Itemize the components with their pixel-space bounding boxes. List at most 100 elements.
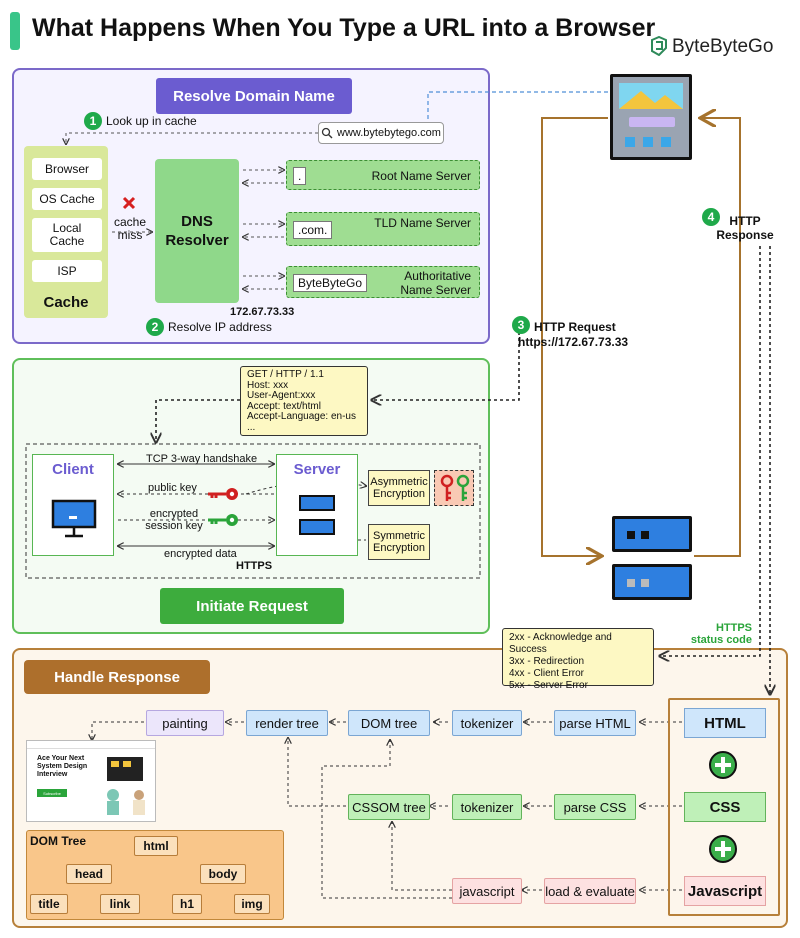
asymmetric-encryption: Asymmetric Encryption <box>368 470 430 506</box>
parse-html-node: parse HTML <box>554 710 636 736</box>
status-4xx: 4xx - Client Error <box>509 668 585 679</box>
req-line-5: ... <box>247 421 256 433</box>
title-accent-bar <box>10 12 20 50</box>
javascript-node: javascript <box>452 878 522 904</box>
root-name-server: . Root Name Server <box>286 160 480 190</box>
step-4-badge: 4 <box>702 208 720 226</box>
browser-window-icon <box>610 74 692 160</box>
dom-tree-node: DOM tree <box>348 710 430 736</box>
server-title: Server <box>293 461 341 478</box>
handshake-label: TCP 3-way handshake <box>146 453 258 465</box>
green-key-icon <box>208 514 238 526</box>
tld-name-server: .com. TLD Name Server <box>286 212 480 246</box>
client-title: Client <box>52 461 94 478</box>
auth-label: Authoritative Name Server <box>400 269 471 297</box>
req-line-3: Accept: text/html <box>247 400 321 412</box>
session-key-label: encrypted session key <box>145 508 203 532</box>
step-1-label: Look up in cache <box>106 114 197 128</box>
css-source: CSS <box>684 792 766 822</box>
cssom-tree-node: CSSOM tree <box>348 794 430 820</box>
dom-tree-title: DOM Tree <box>30 834 87 848</box>
html-source: HTML <box>684 708 766 738</box>
tld-tag: .com. <box>293 221 333 239</box>
server-unit-icon <box>299 495 335 511</box>
search-icon <box>321 127 333 139</box>
plus-icon <box>709 835 737 863</box>
https-label: HTTPS <box>236 560 273 572</box>
cache-os: OS Cache <box>32 188 102 210</box>
dns-resolver: DNS Resolver <box>155 159 239 303</box>
load-evaluate-node: load & evaluate <box>544 878 636 904</box>
tree-h1: h1 <box>172 894 202 914</box>
initiate-request-header: Initiate Request <box>160 588 344 624</box>
parse-css-node: parse CSS <box>554 794 636 820</box>
req-line-0: GET / HTTP / 1.1 <box>247 369 324 380</box>
tokenizer-css-node: tokenizer <box>452 794 522 820</box>
resolved-ip: 172.67.73.33 <box>230 306 295 318</box>
tree-html: html <box>134 836 178 856</box>
red-key-icon <box>208 488 238 500</box>
client-box: Client <box>32 454 114 556</box>
authoritative-name-server: ByteByteGo Authoritative Name Server <box>286 266 480 298</box>
cache-miss-label: cache miss <box>113 215 147 242</box>
tree-body: body <box>200 864 246 884</box>
root-label: Root Name Server <box>371 169 471 183</box>
encrypted-data-label: encrypted data <box>164 548 237 560</box>
bytebytego-logo-icon <box>651 36 667 56</box>
tokenizer-html-node: tokenizer <box>452 710 522 736</box>
step-1-badge: 1 <box>84 112 102 130</box>
cache-browser: Browser <box>32 158 102 180</box>
status-5xx: 5xx - Server Error <box>509 680 588 691</box>
step-3-url: https://172.67.73.33 <box>518 335 629 349</box>
search-url-text: www.bytebytego.com <box>337 127 441 139</box>
cache-local: Local Cache <box>32 218 102 252</box>
preview-illustration-icon <box>107 757 145 815</box>
https-status-code-label: HTTPS status code <box>690 622 752 646</box>
painting-node: painting <box>146 710 224 736</box>
asymmetric-keys-icon <box>434 470 474 506</box>
server-rack-top-icon <box>612 516 692 552</box>
symmetric-encryption: Symmetric Encryption <box>368 524 430 560</box>
server-unit-icon <box>299 519 335 535</box>
preview-heading: Ace Your Next System Design Interview <box>37 755 88 778</box>
step-3-badge: 3 <box>512 316 530 334</box>
brand-name: ByteByteGo <box>672 36 774 57</box>
browser-image-icon <box>619 83 683 109</box>
server-box: Server <box>276 454 358 556</box>
plus-icon <box>709 751 737 779</box>
page-title: What Happens When You Type a URL into a … <box>32 14 656 42</box>
step-4-label: HTTP Response <box>716 214 774 242</box>
url-search-bar[interactable]: www.bytebytego.com <box>318 122 444 144</box>
cache-title: Cache <box>43 293 89 311</box>
req-line-4: Accept-Language: en-us <box>247 411 356 422</box>
tree-title: title <box>30 894 68 914</box>
req-line-1: Host: xxx <box>247 379 289 391</box>
step-2-label: Resolve IP address <box>168 320 272 334</box>
cache-miss-x-icon <box>122 196 136 210</box>
status-code-list: 2xx - Acknowledge and Success 3xx - Redi… <box>502 628 654 691</box>
root-tag: . <box>293 167 307 185</box>
req-line-2: User-Agent:xxx <box>247 390 316 401</box>
monitor-icon <box>51 499 97 538</box>
http-request-message: GET / HTTP / 1.1 Host: xxx User-Agent:xx… <box>240 366 368 436</box>
step-3-label: HTTP Request <box>534 320 616 334</box>
response-sources-frame <box>668 698 780 916</box>
tree-link: link <box>100 894 140 914</box>
cache-isp: ISP <box>32 260 102 282</box>
status-3xx: 3xx - Redirection <box>509 656 585 667</box>
server-rack-bottom-icon <box>612 564 692 600</box>
tree-head: head <box>66 864 112 884</box>
tree-img: img <box>234 894 270 914</box>
resolve-domain-header: Resolve Domain Name <box>156 78 352 114</box>
status-2xx: 2xx - Acknowledge and Success <box>509 632 612 655</box>
render-tree-node: render tree <box>246 710 328 736</box>
step-2-badge: 2 <box>146 318 164 336</box>
public-key-label: public key <box>148 482 197 494</box>
handle-response-header: Handle Response <box>24 660 210 694</box>
javascript-source: Javascript <box>684 876 766 906</box>
auth-tag: ByteByteGo <box>293 274 368 292</box>
rendered-page-preview: Ace Your Next System Design Interview Su… <box>26 740 156 822</box>
preview-button: Subscribe <box>37 789 67 797</box>
tld-label: TLD Name Server <box>374 216 471 230</box>
